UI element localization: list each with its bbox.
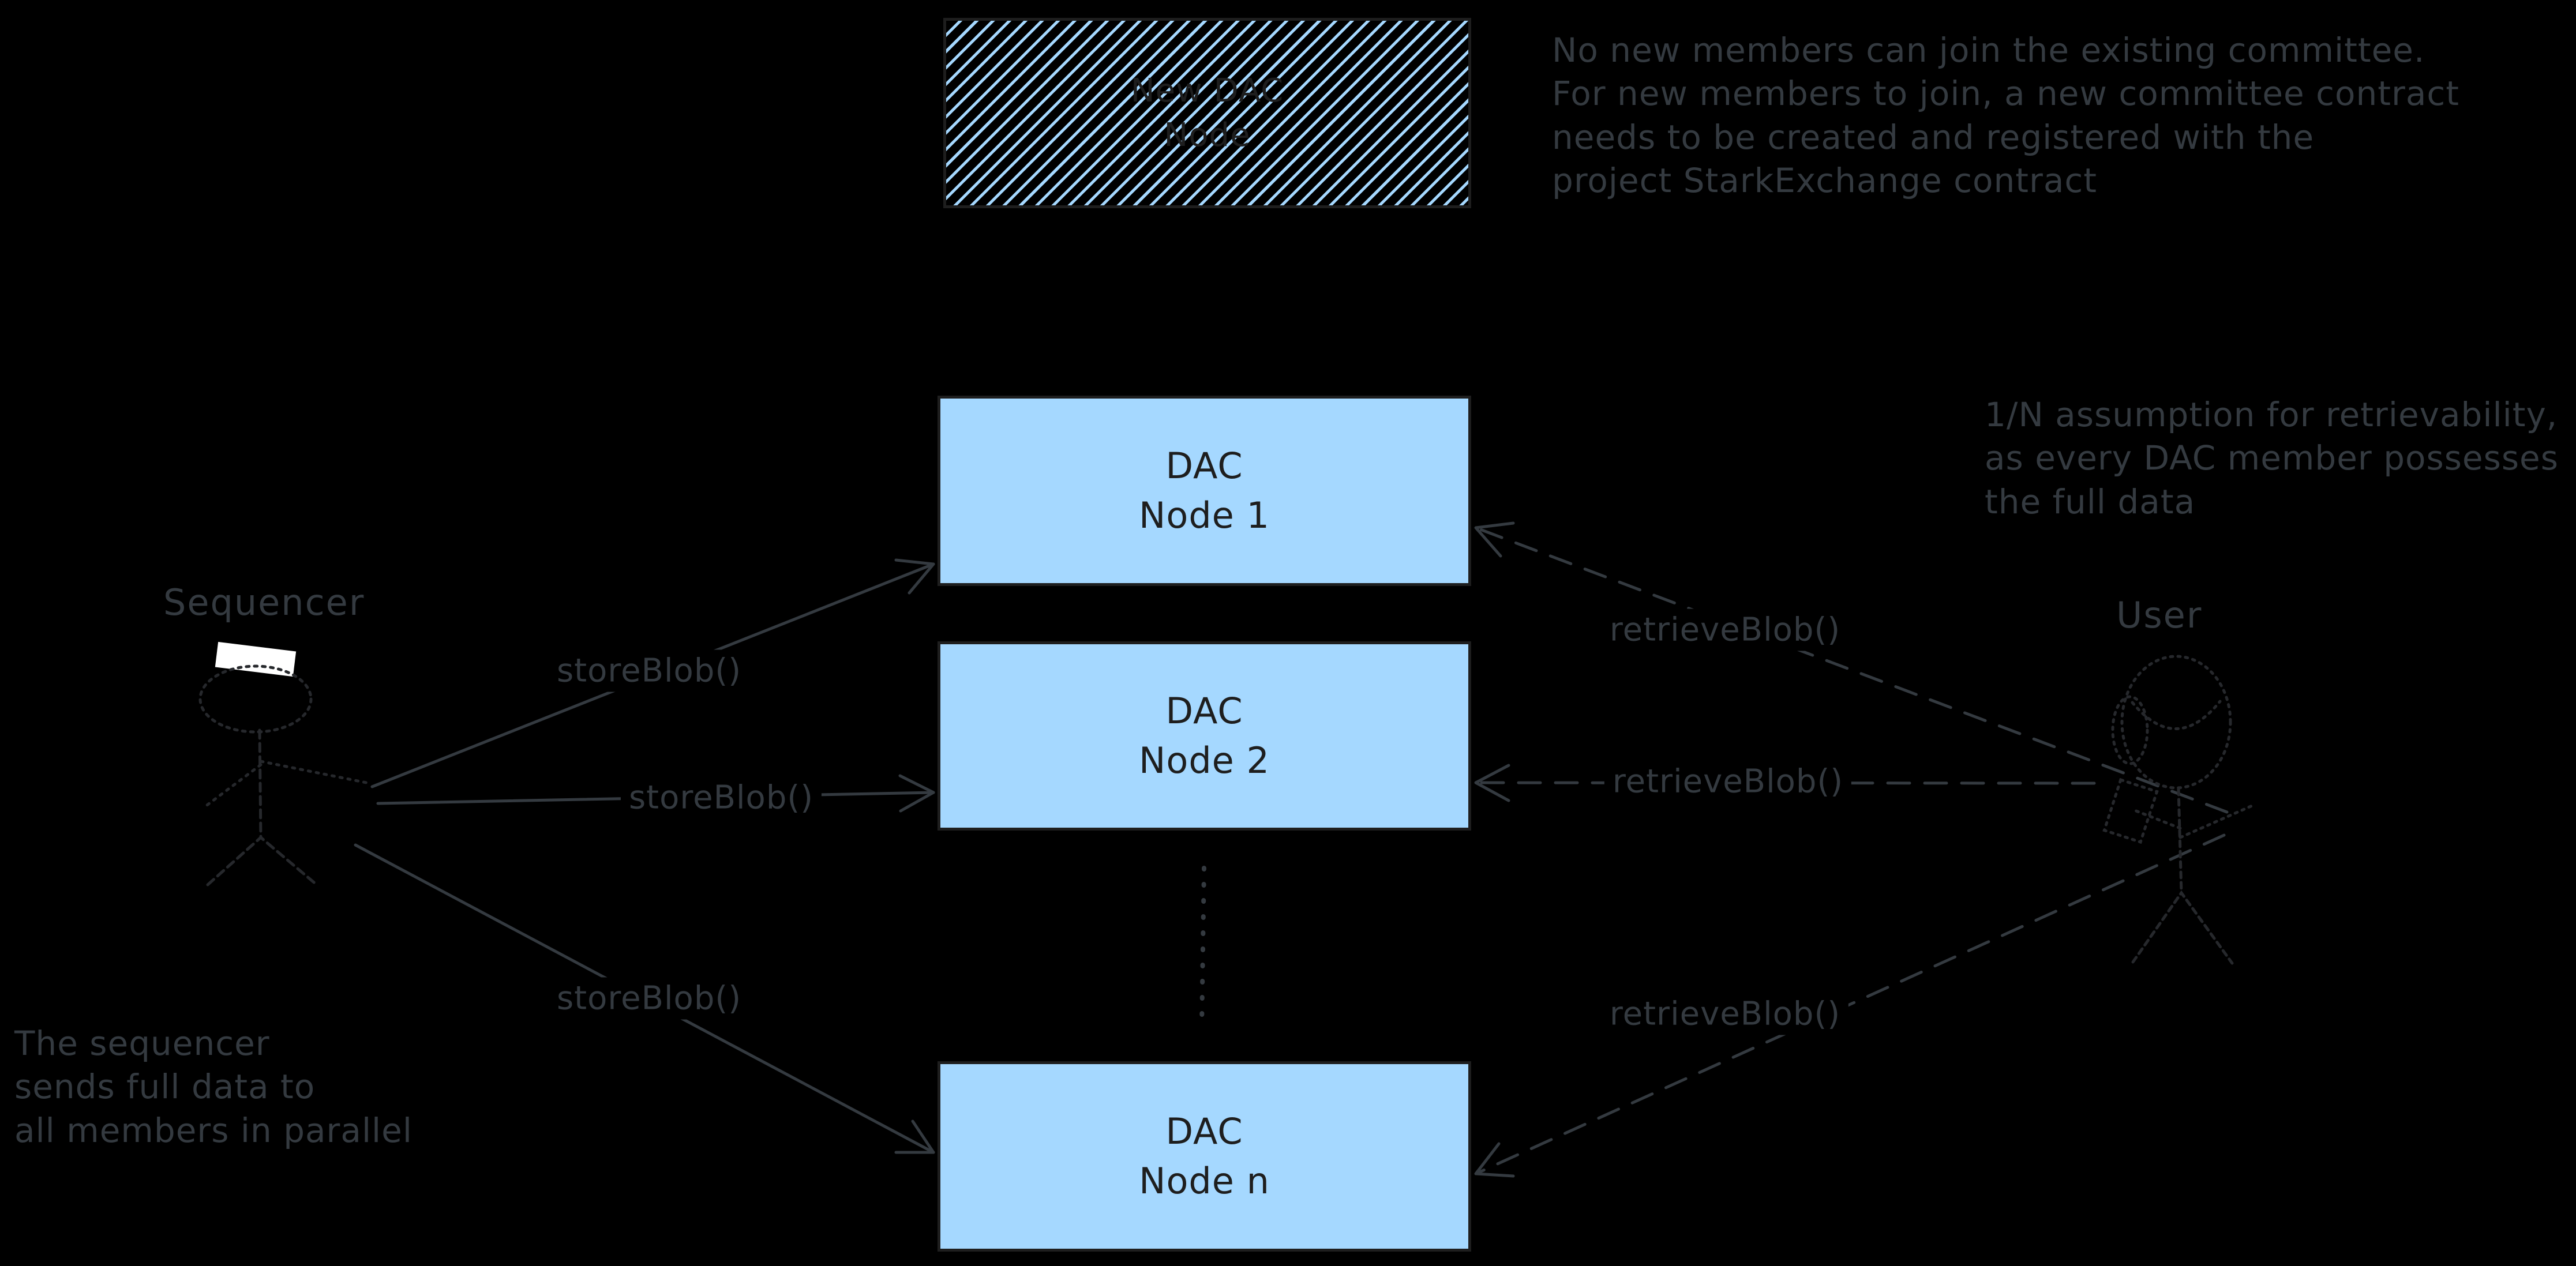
store-blob-arrow-1-head — [894, 558, 935, 595]
retrieve-blob-arrow-1-head — [1474, 521, 1515, 558]
store-blob-label-2: storeBlob() — [620, 776, 822, 819]
committee-note: No new members can join the existing com… — [1552, 31, 2460, 201]
user-figure-arm-right — [2178, 803, 2256, 839]
user-figure-face-scribble — [2131, 700, 2222, 730]
sequencer-figure-body — [258, 728, 263, 839]
retrieve-blob-arrows — [1474, 521, 2229, 1178]
retrieve-blob-label-1: retrieveBlob() — [1601, 608, 1849, 651]
store-blob-label-3: storeBlob() — [548, 977, 750, 1020]
store-blob-arrows — [354, 558, 935, 1154]
user-figure-head — [2120, 655, 2232, 790]
user-figure-head-scribble — [2111, 695, 2149, 765]
sequencer-figure-head — [198, 664, 313, 734]
dac-node-2-box: DAC Node 2 — [938, 641, 1471, 831]
retrieve-blob-arrow-1-line — [1474, 526, 2229, 814]
sequencer-figure-arm-right — [259, 760, 371, 785]
user-figure-legs — [2131, 890, 2234, 965]
sequencer-figure-legs — [206, 835, 318, 886]
retrievability-note: 1/N assumption for retrievability, as ev… — [1985, 395, 2559, 521]
dac-node-2-label: DAC Node 2 — [1139, 690, 1270, 782]
retrieve-blob-arrow-3-line — [1474, 833, 2226, 1175]
store-blob-label-1: storeBlob() — [548, 649, 750, 692]
user-figure-hand-object — [2102, 777, 2159, 844]
sequencer-figure-arm-left — [204, 763, 263, 808]
new-dac-node-box: New DAC Node — [943, 18, 1471, 208]
sequencer-label: Sequencer — [163, 581, 365, 623]
dac-node-n-label: DAC Node n — [1139, 1110, 1270, 1202]
user-figure-arm-left — [2133, 809, 2182, 830]
user-figure — [2102, 655, 2256, 965]
store-blob-arrow-2-head — [898, 774, 935, 813]
user-figure-body — [2177, 787, 2183, 895]
store-blob-arrow-3-head — [894, 1120, 935, 1154]
dac-node-n-box: DAC Node n — [938, 1061, 1471, 1252]
sequencer-figure — [198, 641, 371, 886]
retrieve-blob-arrow-2-head — [1474, 764, 1510, 802]
sequencer-figure-hat — [215, 641, 297, 677]
retrieve-blob-label-3: retrieveBlob() — [1601, 993, 1849, 1035]
new-dac-node-label: New DAC Node — [1130, 72, 1284, 154]
retrieve-blob-label-2: retrieveBlob() — [1604, 760, 1852, 803]
user-label: User — [2116, 594, 2203, 636]
sequencer-note: The sequencer sends full data to all mem… — [14, 1024, 413, 1150]
dac-node-1-box: DAC Node 1 — [938, 396, 1471, 586]
node-ellipsis-dotted-line — [1199, 866, 1206, 1030]
dac-node-1-label: DAC Node 1 — [1139, 445, 1270, 536]
retrieve-blob-arrow-3-head — [1474, 1142, 1515, 1178]
